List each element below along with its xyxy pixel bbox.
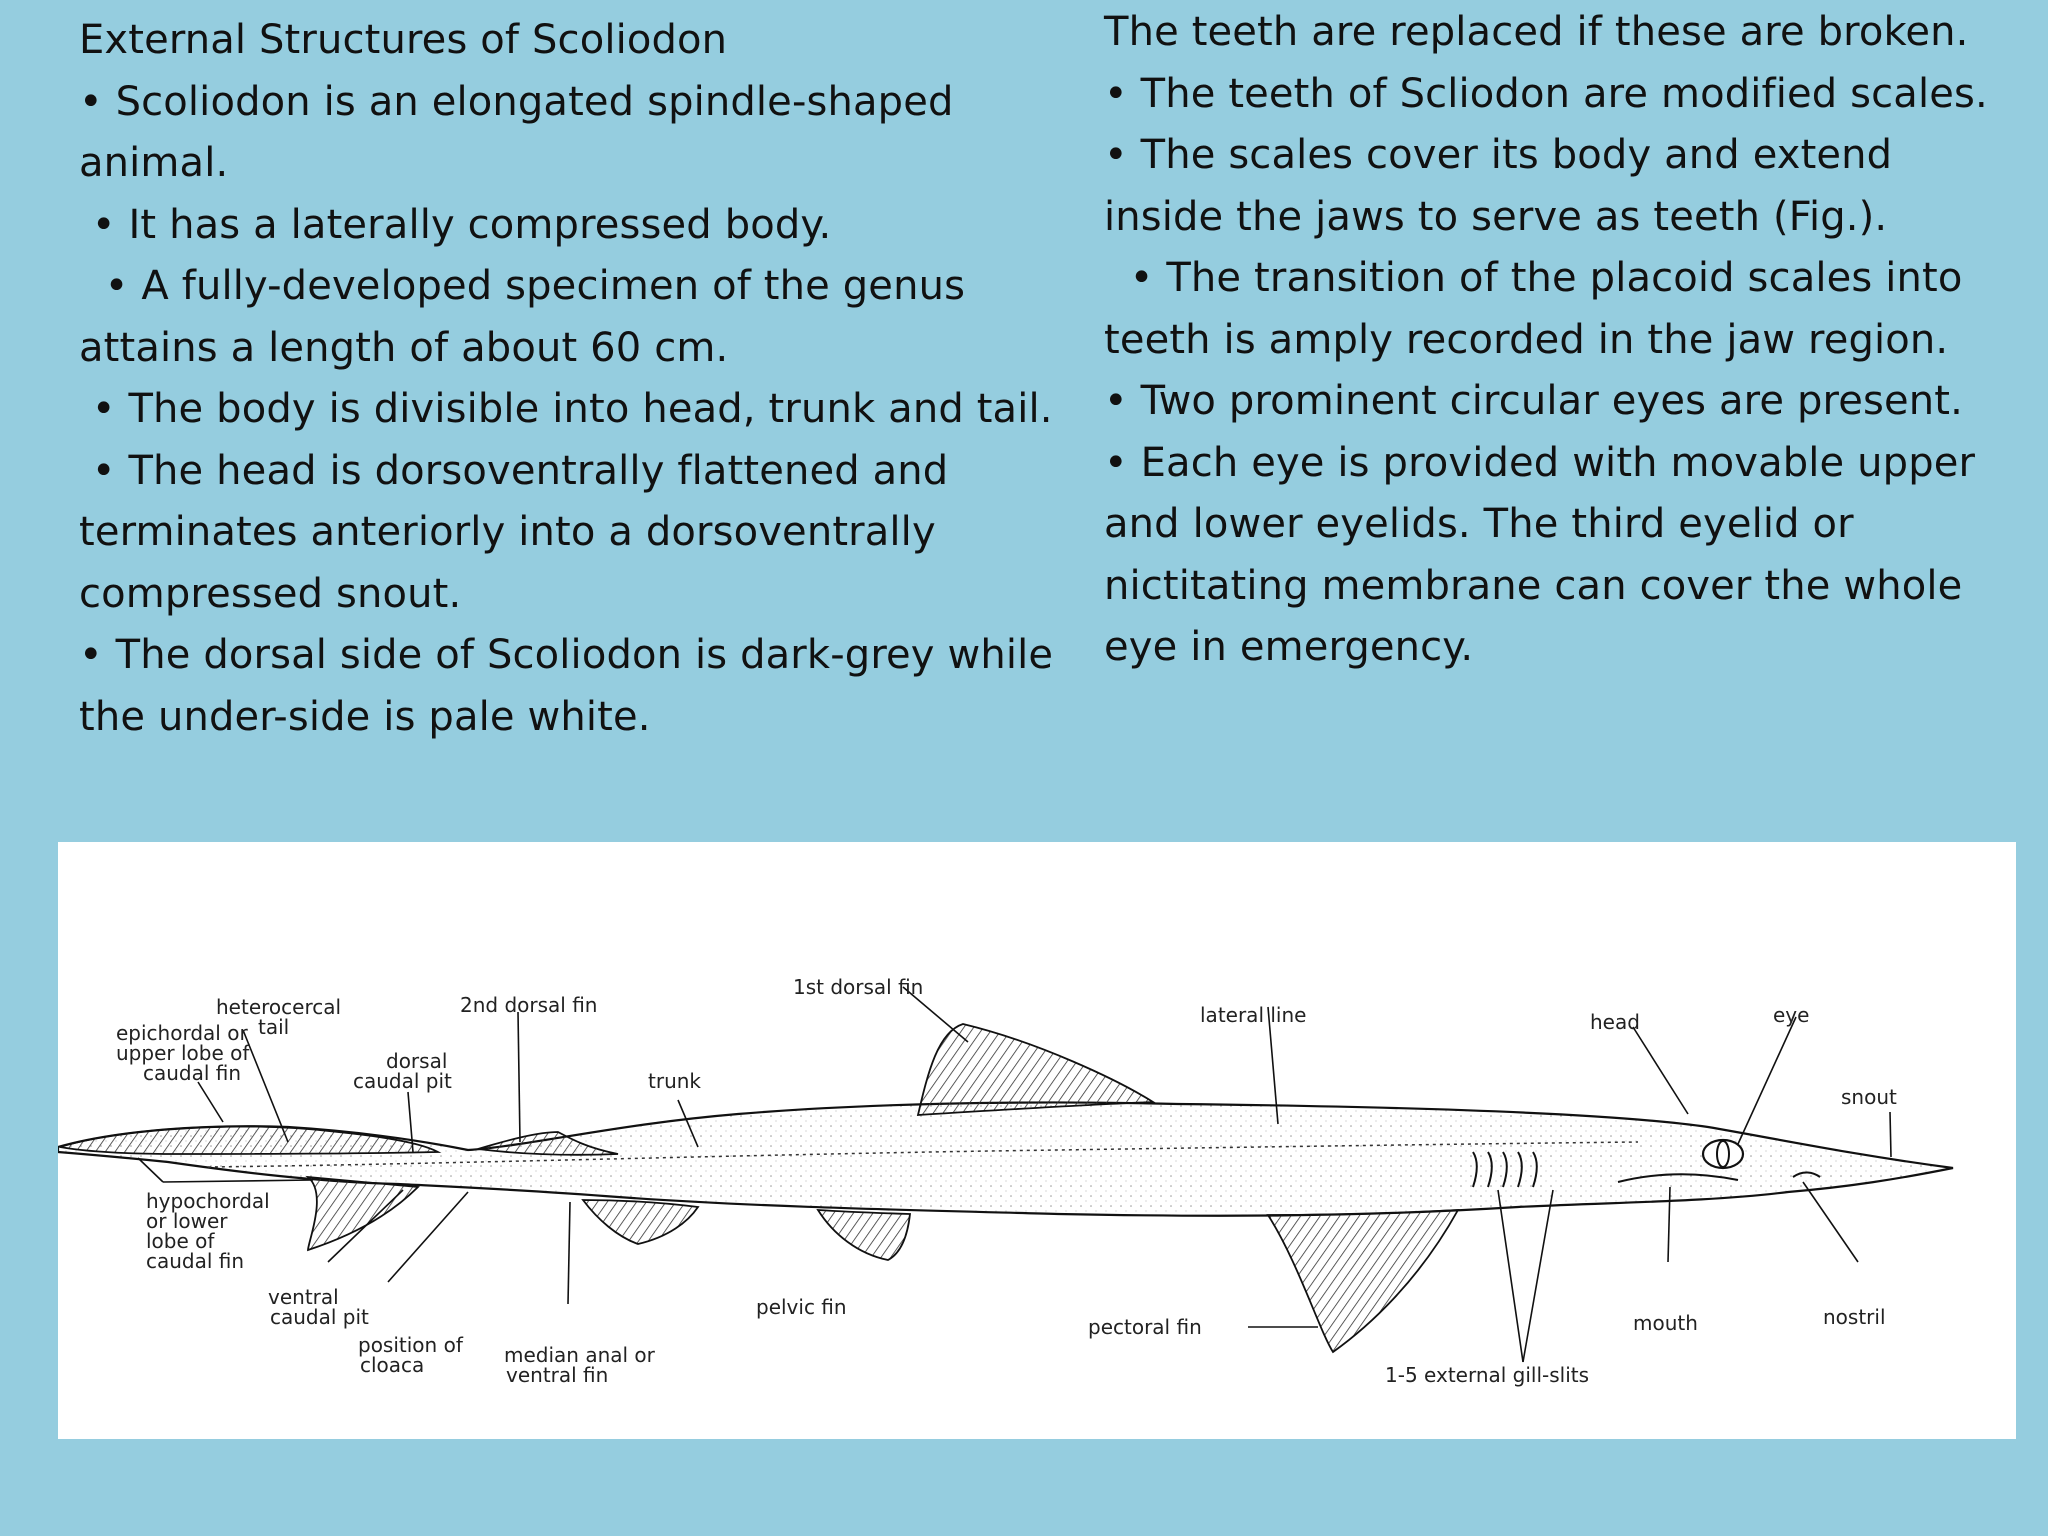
text-line: nictitating membrane can cover the whole <box>1104 562 1963 609</box>
label-position-of: position of <box>358 1333 464 1357</box>
text-line: terminates anteriorly into a dorsoventra… <box>79 509 936 555</box>
leader-lines <box>137 986 1892 1363</box>
text-line: animal. <box>79 140 229 186</box>
label-hypochordal-2: or lower <box>146 1209 228 1233</box>
label-caudal-pit: caudal pit <box>353 1069 452 1093</box>
text-line: • The transition of the placoid scales i… <box>1104 255 1963 301</box>
eye-drawing <box>1701 1138 1745 1170</box>
second-dorsal-fin <box>477 1131 619 1156</box>
label-epichordal-3: caudal fin <box>143 1061 241 1085</box>
shark-diagram: heterocercal tail epichordal or upper lo… <box>58 975 1954 1387</box>
label-nostril: nostril <box>1823 1305 1886 1329</box>
text-line: • Two prominent circular eyes are presen… <box>1104 378 1963 424</box>
label-hypochordal-1: hypochordal <box>146 1189 270 1213</box>
right-text-column: The teeth are replaced if these are brok… <box>1104 2 2044 679</box>
label-anal-fin-2: ventral fin <box>506 1363 608 1387</box>
caudal-lower-lobe <box>305 1175 420 1252</box>
text-line: • The head is dorsoventrally flattened a… <box>79 447 949 494</box>
label-trunk: trunk <box>648 1069 701 1093</box>
label-first-dorsal-fin: 1st dorsal fin <box>793 975 923 999</box>
label-dorsal: dorsal <box>386 1049 447 1073</box>
label-lateral-line: lateral line <box>1200 1003 1306 1027</box>
label-pelvic-fin: pelvic fin <box>756 1295 847 1319</box>
label-heterocercal: heterocercal <box>216 995 341 1019</box>
label-cloaca: cloaca <box>360 1353 424 1377</box>
text-line: • The body is divisible into head, trunk… <box>79 386 1053 432</box>
text-line: • Each eye is provided with movable uppe… <box>1104 439 1976 486</box>
text-line: • Scoliodon is an elongated spindle-shap… <box>79 78 954 125</box>
nostril-drawing <box>1792 1171 1821 1178</box>
text-line: eye in emergency. <box>1104 624 1474 670</box>
mouth-line <box>1617 1173 1739 1183</box>
label-epichordal-1: epichordal or <box>116 1021 248 1045</box>
first-dorsal-fin <box>916 1023 1156 1116</box>
label-hypochordal-3: lobe of <box>146 1229 215 1253</box>
label-hypochordal-4: caudal fin <box>146 1249 244 1273</box>
caudal-upper-lobe <box>59 1125 442 1155</box>
text-line: teeth is amply recorded in the jaw regio… <box>1104 316 1949 363</box>
text-line: • The teeth of Scliodon are modified sca… <box>1104 70 1988 117</box>
label-tail: tail <box>258 1015 289 1039</box>
text-line: • The dorsal side of Scoliodon is dark-g… <box>79 632 1054 678</box>
pectoral-fin <box>1266 1209 1460 1354</box>
left-text-column: External Structures of Scoliodon • Scoli… <box>79 10 1079 748</box>
label-ventral-caudal-pit: caudal pit <box>270 1305 369 1329</box>
text-line: inside the jaws to serve as teeth (Fig.)… <box>1104 193 1888 240</box>
label-head: head <box>1590 1010 1640 1034</box>
label-ventral: ventral <box>268 1285 339 1309</box>
anal-fin <box>581 1199 700 1245</box>
gill-slits <box>1472 1151 1538 1188</box>
scoliodon-figure: heterocercal tail epichordal or upper lo… <box>58 842 2016 1439</box>
text-line: The teeth are replaced if these are brok… <box>1104 9 1969 55</box>
label-mouth: mouth <box>1633 1311 1698 1335</box>
text-line: the under-side is pale white. <box>79 693 651 740</box>
lateral-line <box>207 1141 1639 1168</box>
label-eye: eye <box>1773 1003 1809 1027</box>
slide-title: External Structures of Scoliodon <box>79 17 728 63</box>
text-line: • The scales cover its body and extend <box>1104 132 1893 178</box>
text-line: • A fully-developed specimen of the genu… <box>79 263 966 309</box>
label-pectoral-fin: pectoral fin <box>1088 1315 1202 1339</box>
text-line: attains a length of about 60 cm. <box>79 324 729 371</box>
label-epichordal-2: upper lobe of <box>116 1041 250 1065</box>
text-line: and lower eyelids. The third eyelid or <box>1104 501 1854 547</box>
pelvic-fin <box>816 1208 912 1261</box>
label-anal-fin-1: median anal or <box>504 1343 656 1367</box>
text-line: compressed snout. <box>79 570 462 617</box>
label-gill-slits: 1-5 external gill-slits <box>1385 1363 1589 1387</box>
label-second-dorsal-fin: 2nd dorsal fin <box>460 993 597 1017</box>
label-snout: snout <box>1841 1085 1897 1109</box>
text-line: • It has a laterally compressed body. <box>79 201 832 248</box>
